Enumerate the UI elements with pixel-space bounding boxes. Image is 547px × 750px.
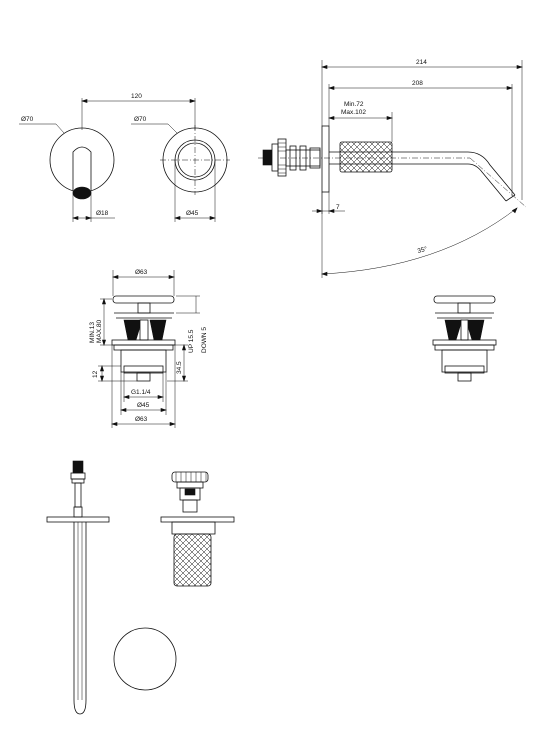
side-view: 214 208 Min.72 Max.102 7 35° bbox=[258, 59, 527, 278]
waste-cap bbox=[112, 295, 175, 304]
dim-spout-dia: Ø18 bbox=[96, 210, 109, 217]
side-knurled-handle bbox=[339, 141, 393, 173]
dim-spout-plate-dia: Ø70 bbox=[21, 116, 34, 123]
front-view: Ø70 Ø70 120 Ø18 Ø45 bbox=[19, 93, 230, 222]
dim-thread-length: 12 bbox=[92, 370, 99, 378]
dim-thread: G1.1/4 bbox=[131, 389, 151, 396]
dim-handle-plate-dia: Ø70 bbox=[134, 116, 147, 123]
dim-plate-thickness: 7 bbox=[336, 204, 340, 211]
handle-component-plate bbox=[160, 516, 235, 523]
handle-component-view bbox=[160, 471, 235, 587]
dim-handle-dia: Ø45 bbox=[186, 210, 199, 217]
dim-projection: 208 bbox=[412, 80, 423, 87]
side-spout bbox=[329, 151, 516, 202]
waste-plain-view bbox=[432, 295, 497, 382]
dim-cap-dia: Ø63 bbox=[135, 269, 148, 276]
side-wall-plate bbox=[321, 125, 330, 193]
valve-nut bbox=[262, 149, 273, 166]
spout-component-tube bbox=[73, 522, 87, 715]
dim-up-stroke: UP 15.5 bbox=[188, 329, 195, 353]
dim-max-thickness: MAX.80 bbox=[96, 319, 103, 343]
spout-component-view bbox=[46, 460, 110, 715]
spout-outlet bbox=[72, 186, 92, 200]
dim-total-length: 214 bbox=[416, 59, 427, 66]
dim-max-depth: Max.102 bbox=[341, 109, 366, 116]
dim-swivel-angle: 35° bbox=[417, 245, 429, 255]
dim-flange-dia: Ø63 bbox=[135, 416, 148, 423]
dim-down-stroke: DOWN 5 bbox=[201, 327, 208, 353]
waste-dimensioned-view: Ø63 MIN.13 MAX.80 UP 15.5 DOWN 5 34.5 12 bbox=[89, 269, 208, 428]
waste-body bbox=[120, 349, 167, 373]
dim-spacing: 120 bbox=[131, 93, 142, 100]
spout-plate-circle bbox=[49, 127, 115, 193]
dim-min-thickness: MIN.13 bbox=[89, 322, 96, 343]
dim-min-depth: Min.72 bbox=[344, 101, 364, 108]
handle-component-knurl bbox=[173, 533, 212, 587]
dim-body-dia: Ø45 bbox=[137, 402, 150, 409]
dim-height: 34.5 bbox=[176, 361, 183, 374]
handle-face-view bbox=[113, 627, 177, 691]
waste-flange bbox=[111, 339, 176, 346]
spout-outline bbox=[72, 146, 92, 190]
spout-component-plate bbox=[46, 516, 110, 523]
